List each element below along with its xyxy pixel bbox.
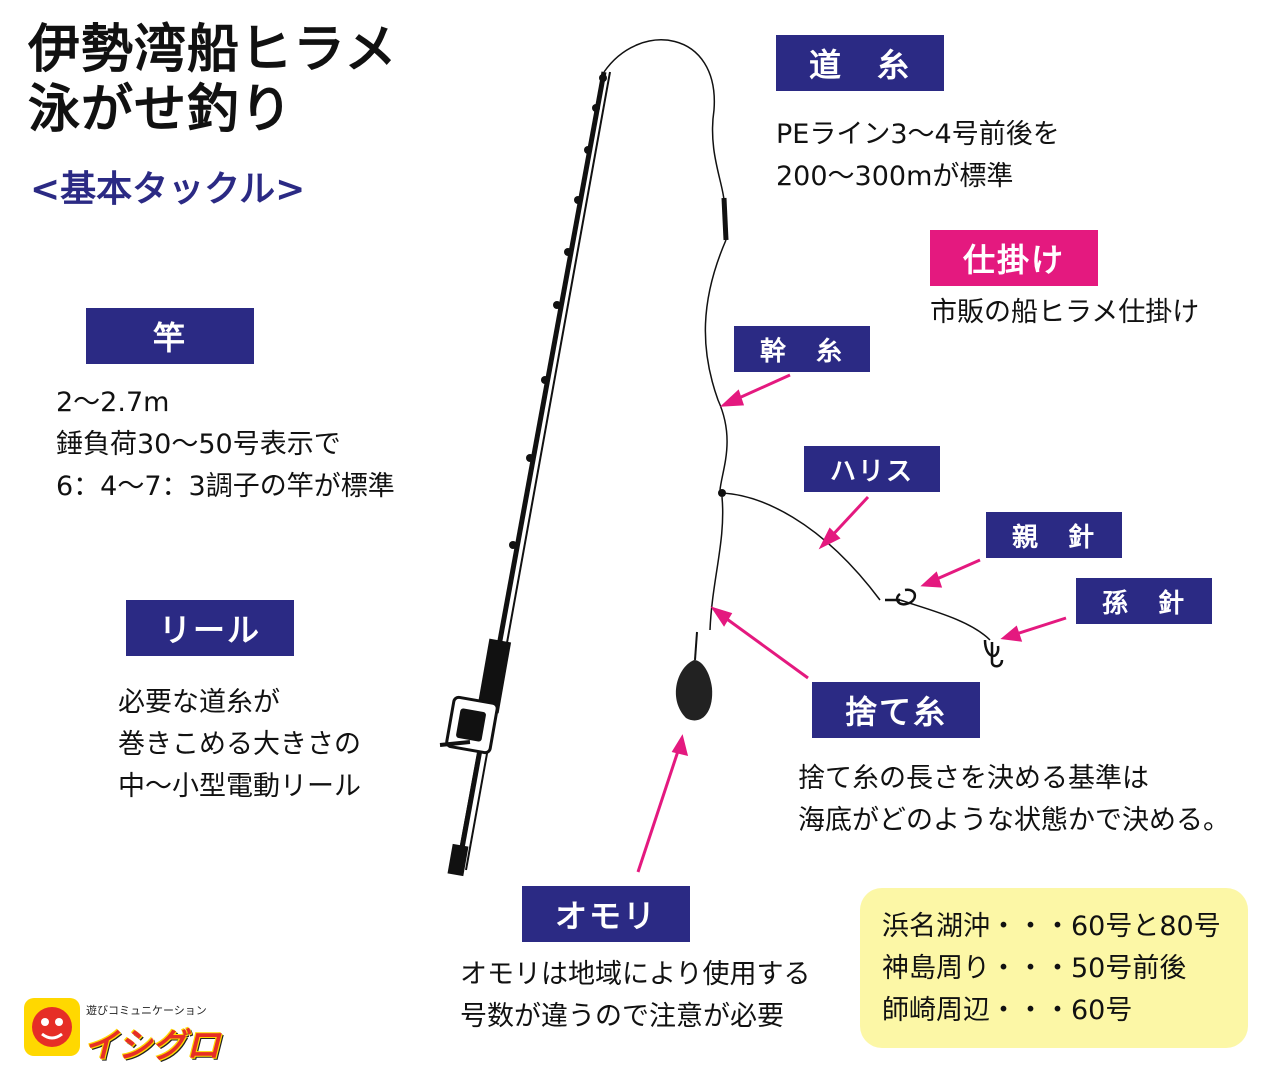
- regions-note-line1: 浜名湖沖・・・60号と80号: [882, 911, 1221, 942]
- leader-line: [721, 492, 881, 601]
- desc-sao-line3: 6：4～7：3調子の竿が標準: [56, 471, 395, 502]
- rod-butt: [447, 843, 469, 877]
- desc-shikake-line1: 市販の船ヒラメ仕掛け: [930, 297, 1200, 328]
- label-sao: 竿: [86, 308, 254, 364]
- label-magobari: 孫 針: [1076, 578, 1212, 624]
- page-title-line1: 伊勢湾船ヒラメ: [28, 20, 398, 80]
- desc-reel-line3: 中～小型電動リール: [118, 771, 361, 802]
- throwaway-line: [709, 496, 724, 631]
- rod-guides: [509, 74, 607, 549]
- desc-sute-ito-line1: 捨て糸の長さを決める基準は: [798, 763, 1149, 794]
- desc-reel-line1: 必要な道糸が: [118, 687, 280, 718]
- label-omori: オモリ: [522, 886, 690, 942]
- desc-reel: 必要な道糸が 巻きこめる大きさの 中～小型電動リール: [118, 682, 361, 808]
- desc-sao-line2: 錘負荷30～50号表示で: [56, 429, 341, 460]
- desc-sute-ito: 捨て糸の長さを決める基準は 海底がどのような状態かで決める。: [798, 758, 1230, 842]
- label-shikake: 仕掛け: [930, 230, 1098, 286]
- trunk-line: [704, 239, 728, 491]
- desc-omori: オモリは地域により使用する 号数が違うので注意が必要: [460, 954, 810, 1038]
- desc-sao-line1: 2～2.7m: [56, 387, 170, 418]
- main-line: [603, 39, 725, 201]
- sinker-drawing: [675, 631, 713, 721]
- desc-omori-line1: オモリは地域により使用する: [460, 959, 811, 990]
- label-sute-ito: 捨て糸: [812, 682, 980, 738]
- main-hook: [885, 588, 917, 606]
- page-title-line2: 泳がせ釣り: [28, 80, 294, 140]
- logo-wordmark: イシグロ: [84, 1026, 220, 1066]
- desc-michiito: PEライン3～4号前後を 200～300mが標準: [776, 114, 1060, 198]
- regions-note-line3: 師崎周辺・・・60号: [882, 995, 1133, 1026]
- regions-note: 浜名湖沖・・・60号と80号 神島周り・・・50号前後 師崎周辺・・・60号: [860, 888, 1248, 1048]
- pointer-arrows: [636, 373, 1067, 873]
- label-reel: リール: [126, 600, 294, 656]
- label-michiito: 道 糸: [776, 35, 944, 91]
- desc-michiito-line2: 200～300mが標準: [776, 161, 1014, 192]
- rod: [439, 71, 611, 877]
- label-oyabari: 親 針: [986, 512, 1122, 558]
- logo-mark: [24, 998, 80, 1056]
- desc-michiito-line1: PEライン3～4号前後を: [776, 119, 1060, 150]
- desc-sute-ito-line2: 海底がどのような状態かで決める。: [798, 805, 1230, 836]
- swivel-top: [721, 197, 729, 241]
- rod-grip: [476, 638, 512, 714]
- label-mikiito: 幹 糸: [734, 326, 870, 372]
- page-subtitle: <基本タックル>: [30, 169, 306, 210]
- desc-sao: 2～2.7m 錘負荷30～50号表示で 6：4～7：3調子の竿が標準: [56, 382, 395, 508]
- desc-omori-line2: 号数が違うので注意が必要: [460, 1001, 784, 1032]
- reel-drawing: [439, 695, 499, 755]
- label-harisu: ハリス: [804, 446, 940, 492]
- leader-line-2: [899, 599, 991, 641]
- logo-caption: 遊びコミュニケーション: [86, 1004, 207, 1017]
- desc-shikake: 市販の船ヒラメ仕掛け: [930, 292, 1199, 334]
- desc-reel-line2: 巻きこめる大きさの: [118, 729, 361, 760]
- regions-note-line2: 神島周り・・・50号前後: [882, 953, 1187, 984]
- trailer-hook: [983, 639, 1004, 668]
